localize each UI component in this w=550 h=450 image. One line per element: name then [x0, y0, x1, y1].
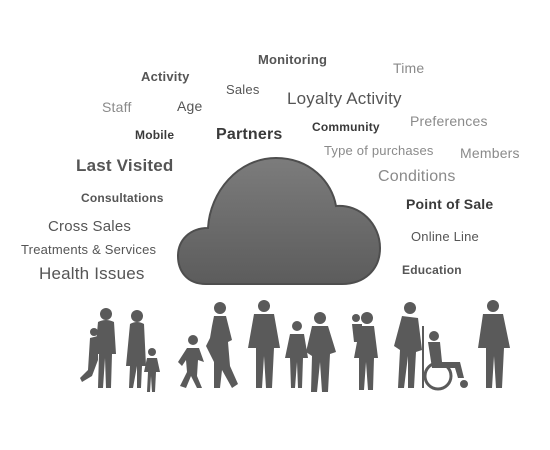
- word-cross-sales: Cross Sales: [48, 218, 132, 235]
- word-mobile: Mobile: [135, 128, 175, 142]
- word-staff: Staff: [102, 99, 132, 115]
- word-members: Members: [460, 145, 520, 161]
- person-child-icon: [144, 348, 160, 392]
- people-silhouettes: [80, 300, 510, 392]
- word-activity: Activity: [141, 69, 190, 84]
- word-preferences: Preferences: [410, 113, 488, 129]
- word-time: Time: [393, 60, 425, 76]
- person-man-icon: [248, 300, 280, 388]
- word-treatments-services: Treatments & Services: [21, 242, 157, 257]
- word-point-of-sale: Point of Sale: [406, 196, 494, 212]
- word-consultations: Consultations: [81, 191, 164, 205]
- person-woman-icon: [306, 312, 336, 392]
- word-education: Education: [402, 263, 462, 277]
- word-sales: Sales: [226, 82, 260, 97]
- person-parent-icon: [352, 312, 378, 390]
- word-partners: Partners: [216, 126, 283, 143]
- person-elderly-icon: [394, 302, 424, 388]
- word-last-visited: Last Visited: [76, 156, 174, 175]
- word-health-issues: Health Issues: [39, 264, 145, 283]
- cloud-icon: [176, 156, 382, 285]
- person-dancing-icon: [206, 302, 238, 388]
- person-woman-icon: [126, 310, 146, 388]
- person-adult-icon: [80, 308, 116, 388]
- word-monitoring: Monitoring: [258, 52, 328, 67]
- word-conditions: Conditions: [378, 168, 456, 185]
- person-child-walking-icon: [178, 335, 204, 388]
- person-child-icon: [285, 321, 308, 388]
- person-man-icon: [478, 300, 510, 388]
- word-age: Age: [177, 98, 203, 114]
- word-loyalty-activity: Loyalty Activity: [287, 89, 402, 108]
- word-community: Community: [312, 120, 380, 134]
- word-type-of-purchases: Type of purchases: [324, 143, 434, 158]
- wheelchair-icon: [423, 331, 468, 391]
- word-online-line: Online Line: [411, 229, 479, 244]
